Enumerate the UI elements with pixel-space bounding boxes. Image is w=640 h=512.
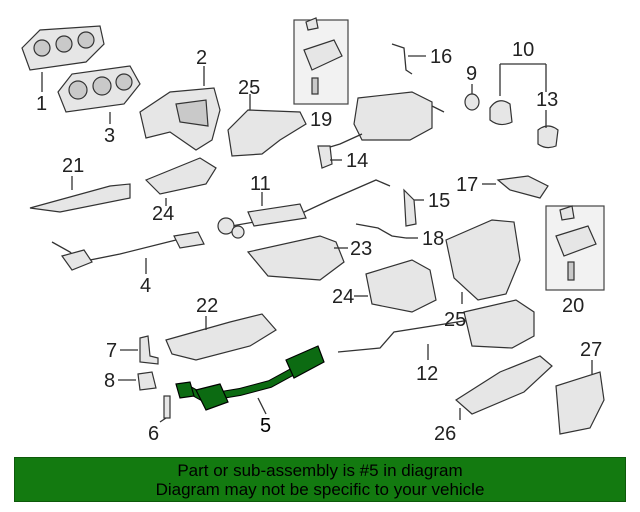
part-24-heat-shield	[144, 157, 217, 206]
part-5-catalytic-converter[interactable]	[175, 345, 325, 415]
callout-25: 25	[444, 309, 466, 331]
part-4-front-pipe	[51, 231, 205, 274]
part-7-bracket	[120, 335, 159, 365]
exhaust-parts-diagram: 1 2 3 4 5 6 7 8 9 10 11 12 13 14 15 16 1…	[21, 17, 605, 445]
part-17-tailpipe-tip	[482, 175, 549, 199]
callout-24: 24	[152, 203, 174, 225]
callout-27: 27	[580, 339, 602, 361]
callout-labels: 1 2 3 4 5 6 7 8 9 10 11 12 13 14 15 16 1…	[36, 39, 602, 445]
callout-2: 2	[196, 47, 207, 69]
callout-22: 22	[196, 295, 218, 317]
part-1-manifold-gasket	[21, 25, 105, 92]
callout-24: 24	[332, 286, 354, 308]
part-18-pipe	[355, 223, 418, 239]
part-25-heat-shield	[227, 94, 307, 157]
part-24-heat-shield-right	[354, 259, 437, 313]
part-14-hanger	[317, 145, 342, 169]
part-8-bracket	[118, 371, 157, 391]
callout-7: 7	[106, 340, 117, 362]
callout-14: 14	[346, 150, 368, 172]
callout-11: 11	[250, 173, 271, 195]
banner-line-part-number: Part or sub-assembly is #5 in diagram	[177, 461, 463, 480]
part-9-insulator	[464, 84, 480, 111]
callout-4: 4	[140, 275, 151, 297]
callout-19: 19	[310, 109, 332, 131]
callout-8: 8	[104, 370, 115, 392]
callout-12: 12	[416, 363, 438, 385]
callout-17: 17	[456, 174, 478, 196]
part-3-gasket	[57, 65, 141, 124]
callout-10: 10	[512, 39, 534, 61]
callout-25: 25	[238, 77, 260, 99]
rear-muffler	[319, 91, 445, 151]
callout-5: 5	[260, 415, 271, 437]
callout-20: 20	[562, 295, 584, 317]
part-info-banner: Part or sub-assembly is #5 in diagram Di…	[14, 457, 626, 502]
callout-15: 15	[428, 190, 450, 212]
callout-9: 9	[466, 63, 477, 85]
callout-23: 23	[350, 238, 372, 260]
part-27-heat-shield	[555, 360, 605, 435]
part-19-hanger-box	[293, 17, 349, 105]
callout-3: 3	[104, 125, 115, 147]
banner-line-disclaimer: Diagram may not be specific to your vehi…	[155, 480, 485, 499]
callout-26: 26	[434, 423, 456, 445]
part-2-exhaust-manifold	[139, 66, 221, 151]
callout-21: 21	[62, 155, 84, 177]
part-15-hanger	[403, 188, 424, 227]
part-12-pipe-muffler	[337, 299, 535, 360]
part-16-bracket	[391, 43, 426, 75]
part-25-heat-shield-right	[445, 219, 521, 304]
part-22-heat-shield	[165, 313, 277, 361]
callout-1: 1	[36, 93, 47, 115]
part-20-hanger-box	[545, 205, 605, 291]
part-23-heat-shield	[246, 235, 348, 281]
part-6-bolt	[159, 395, 171, 423]
part-11-intermediate-pipe	[217, 179, 391, 239]
part-26-heat-shield	[455, 355, 553, 420]
part-10-clamp	[489, 63, 559, 149]
part-21-heat-shield	[29, 176, 131, 213]
callout-18: 18	[422, 228, 444, 250]
callout-16: 16	[430, 46, 452, 68]
callout-13: 13	[536, 89, 558, 111]
callout-6: 6	[148, 423, 159, 445]
